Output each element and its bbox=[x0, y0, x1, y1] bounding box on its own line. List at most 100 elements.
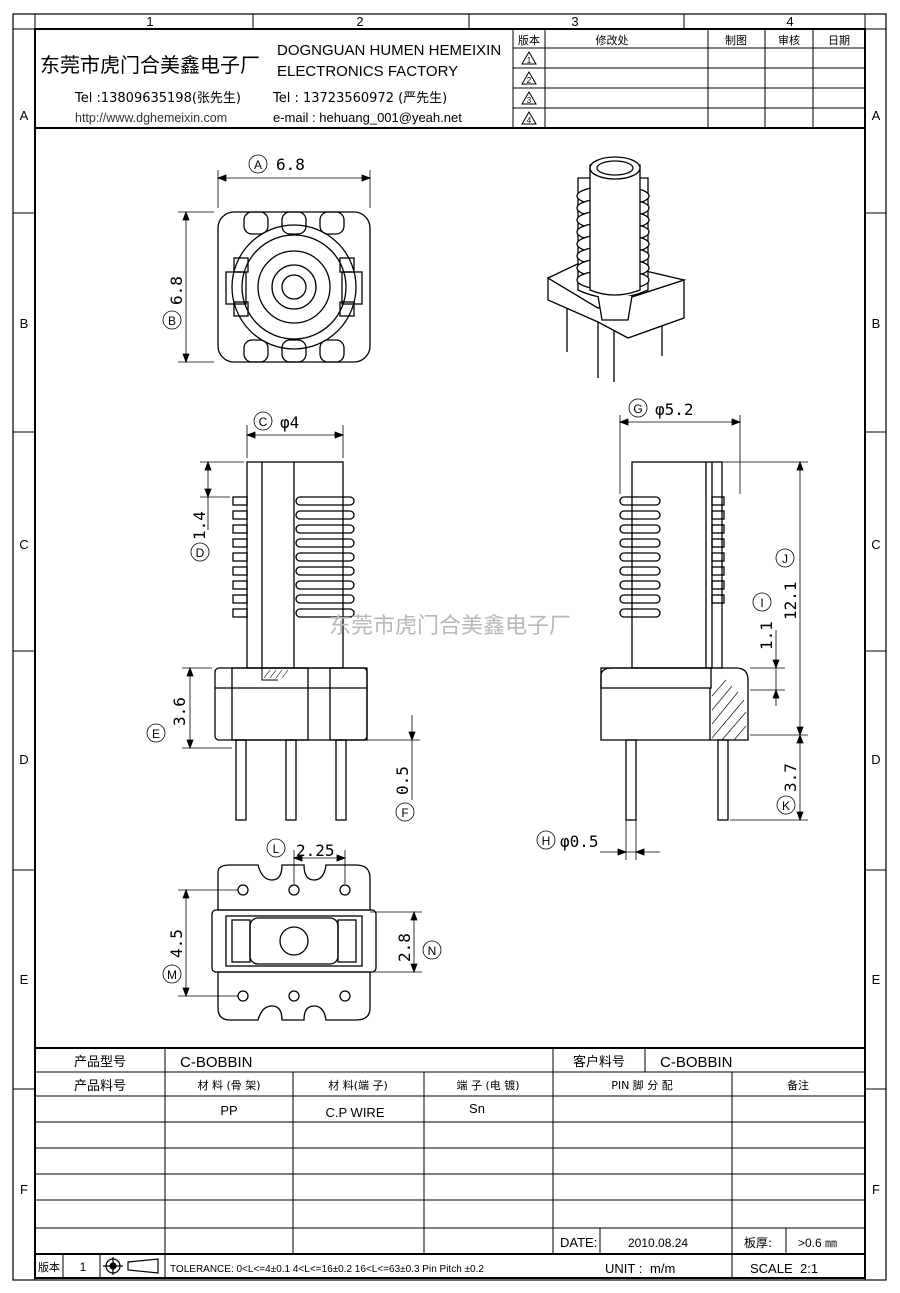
dimension-a: A 6.8 bbox=[216, 154, 372, 208]
rev-header-version: 版本 bbox=[518, 33, 540, 47]
value-material-bobbin: PP bbox=[220, 1103, 237, 1118]
rev-row-1: 1 bbox=[521, 51, 537, 65]
dim-n-letter: N bbox=[428, 944, 437, 958]
revision-table: 版本 修改处 制图 审核 日期 1 2 3 4 bbox=[512, 29, 865, 128]
projection-symbol-icon bbox=[103, 1257, 159, 1275]
header-material-bobbin: 材 料 (骨 架) bbox=[197, 1078, 260, 1092]
title-block: 产品型号 C-BOBBIN 客户料号 C-BOBBIN 产品料号 材 料 (骨 … bbox=[35, 1047, 865, 1278]
dim-a-value: 6.8 bbox=[276, 155, 305, 174]
dim-k-value: 3.7 bbox=[781, 763, 800, 792]
dimension-h: H φ0.5 bbox=[536, 820, 660, 860]
dim-g-value: φ5.2 bbox=[655, 400, 694, 419]
company-name-en-2: ELECTRONICS FACTORY bbox=[277, 63, 458, 80]
dimension-b: B 6.8 bbox=[162, 210, 214, 364]
label-product-part: 产品料号 bbox=[74, 1079, 126, 1094]
svg-text:1: 1 bbox=[527, 56, 532, 65]
rev-header-checked: 审核 bbox=[778, 33, 800, 47]
dimension-g: G φ5.2 bbox=[618, 398, 742, 494]
dimension-k: K 3.7 bbox=[730, 733, 808, 822]
dim-e-value: 3.6 bbox=[170, 697, 189, 726]
zone-row-f-right: F bbox=[872, 1182, 880, 1197]
dim-e-letter: E bbox=[152, 727, 160, 741]
zone-row-e-left: E bbox=[20, 972, 29, 987]
company-tel-2: Tel : 13723560972 (严先生) bbox=[272, 91, 447, 106]
dim-g-letter: G bbox=[633, 402, 642, 416]
value-scale: 2:1 bbox=[800, 1261, 818, 1276]
label-product-model: 产品型号 bbox=[74, 1055, 126, 1070]
dim-k-letter: K bbox=[782, 799, 790, 813]
zone-row-a-left: A bbox=[20, 108, 29, 123]
dim-d-value: 1.4 bbox=[190, 511, 209, 540]
rev-row-4: 4 bbox=[521, 111, 537, 125]
value-product-model: C-BOBBIN bbox=[180, 1054, 253, 1071]
rev-header-change: 修改处 bbox=[596, 33, 629, 47]
label-unit: UNIT : bbox=[605, 1261, 642, 1276]
zone-row-c-right: C bbox=[871, 537, 880, 552]
company-email[interactable]: e-mail : hehuang_001@yeah.net bbox=[273, 110, 462, 125]
dim-f-letter: F bbox=[401, 806, 408, 820]
dim-b-letter: B bbox=[168, 314, 176, 328]
front-view bbox=[214, 461, 368, 821]
zone-row-e-right: E bbox=[872, 972, 881, 987]
value-unit: m/m bbox=[650, 1261, 675, 1276]
header-material-terminal: 材 料(端 子) bbox=[328, 1078, 388, 1092]
dim-m-letter: M bbox=[167, 968, 177, 982]
dim-f-value: 0.5 bbox=[393, 766, 412, 795]
company-tel-1: Tel :13809635198(张先生) bbox=[74, 91, 241, 106]
dim-d-letter: D bbox=[196, 546, 205, 560]
dim-i-letter: I bbox=[760, 596, 763, 610]
value-customer-part: C-BOBBIN bbox=[660, 1054, 733, 1071]
dim-b-value: 6.8 bbox=[167, 276, 186, 305]
value-terminal-plating: Sn bbox=[469, 1101, 485, 1116]
zone-row-c-left: C bbox=[19, 537, 28, 552]
dim-n-value: 2.8 bbox=[395, 933, 414, 962]
dim-i-value: 1.1 bbox=[757, 621, 776, 650]
bottom-view bbox=[211, 864, 377, 1021]
zone-col-2: 2 bbox=[356, 14, 363, 29]
label-thickness: 板厚: bbox=[744, 1236, 772, 1250]
top-view bbox=[217, 211, 371, 363]
dimension-j: J 12.1 bbox=[722, 460, 808, 737]
value-thickness: >0.6 ㎜ bbox=[798, 1236, 837, 1250]
sheet-frame bbox=[12, 13, 887, 1281]
watermark: 东莞市虎门合美鑫电子厂 bbox=[329, 614, 571, 639]
company-header: 东莞市虎门合美鑫电子厂 DOGNGUAN HUMEN HEMEIXIN ELEC… bbox=[35, 42, 865, 129]
zone-row-f-left: F bbox=[20, 1182, 28, 1197]
front-fins-left bbox=[232, 496, 248, 618]
front-hatch bbox=[263, 669, 289, 679]
zone-col-4: 4 bbox=[786, 14, 793, 29]
dimension-m: M 4.5 bbox=[162, 888, 238, 998]
rev-triangle-icon bbox=[521, 51, 537, 65]
header-remarks: 备注 bbox=[787, 1078, 809, 1092]
value-material-terminal: C.P WIRE bbox=[326, 1105, 385, 1120]
svg-text:4: 4 bbox=[527, 116, 532, 125]
zone-row-a-right: A bbox=[872, 108, 881, 123]
side-fins bbox=[619, 496, 725, 618]
rev-header-date: 日期 bbox=[828, 34, 850, 47]
dimension-d: D 1.4 bbox=[190, 460, 244, 562]
header-terminal-plating: 端 子 (电 镀) bbox=[456, 1078, 519, 1092]
side-view bbox=[600, 461, 749, 821]
zone-col-3: 3 bbox=[571, 14, 578, 29]
dimension-n: N 2.8 bbox=[370, 910, 442, 974]
isometric-view bbox=[546, 156, 687, 382]
tolerance-note: TOLERANCE: 0<L<=4±0.1 4<L<=16±0.2 16<L<=… bbox=[170, 1264, 484, 1275]
front-fins-right bbox=[295, 496, 355, 618]
rev-triangle-icon bbox=[521, 71, 537, 85]
value-date: 2010.08.24 bbox=[628, 1236, 688, 1250]
zone-labels: 1 2 3 4 A A B B C C D D E E F F bbox=[19, 14, 880, 1197]
zone-row-b-left: B bbox=[20, 316, 29, 331]
label-date: DATE: bbox=[560, 1235, 597, 1250]
dim-j-value: 12.1 bbox=[781, 581, 800, 620]
header-pin-assignment: PIN 脚 分 配 bbox=[611, 1078, 673, 1092]
dimension-i: I 1.1 bbox=[750, 592, 785, 706]
zone-row-d-left: D bbox=[19, 752, 28, 767]
company-name-en-1: DOGNGUAN HUMEN HEMEIXIN bbox=[277, 42, 501, 59]
rev-row-2: 2 bbox=[521, 71, 537, 85]
company-website[interactable]: http://www.dghemeixin.com bbox=[75, 111, 227, 125]
rev-row-3: 3 bbox=[521, 91, 537, 105]
rev-header-drawn: 制图 bbox=[725, 34, 747, 47]
zone-row-b-right: B bbox=[872, 316, 881, 331]
dimension-l: L 2.25 bbox=[266, 838, 347, 884]
